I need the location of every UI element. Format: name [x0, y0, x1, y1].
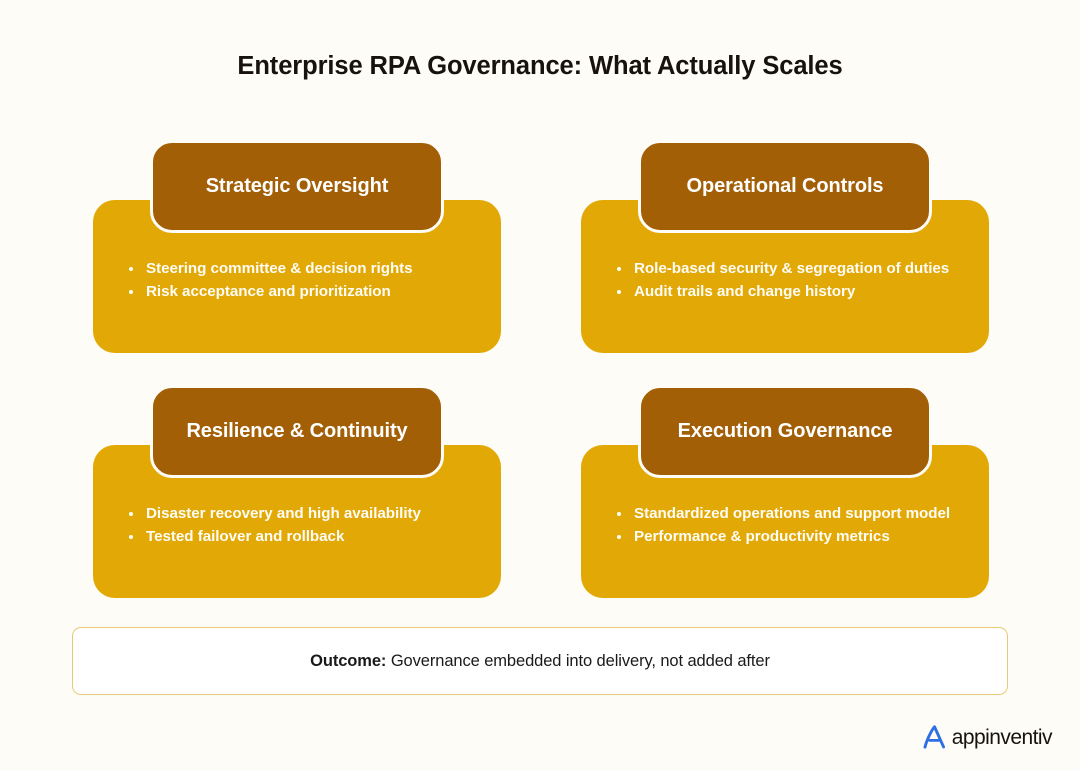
appinventiv-logo-text: appinventiv — [951, 725, 1053, 749]
list-item: Risk acceptance and prioritization — [127, 281, 483, 303]
list-item: Steering committee & decision rights — [127, 258, 483, 280]
page-title: Enterprise RPA Governance: What Actually… — [237, 52, 843, 80]
card-heading-badge: Execution Governance — [638, 385, 932, 478]
appinventiv-logo: appinventiv — [919, 722, 1053, 752]
outcome-text: Outcome: Governance embedded into delive… — [310, 652, 770, 671]
card-bullet-list: Standardized operations and support mode… — [615, 503, 971, 549]
list-item: Standardized operations and support mode… — [615, 503, 971, 525]
list-item: Performance & productivity metrics — [615, 526, 971, 548]
card-bullet-list: Steering committee & decision rights Ris… — [127, 258, 483, 304]
governance-card: Execution Governance Standardized operat… — [581, 385, 989, 598]
governance-card: Resilience & Continuity Disaster recover… — [93, 385, 501, 598]
list-item: Disaster recovery and high availability — [127, 503, 483, 525]
card-heading-badge: Operational Controls — [638, 140, 932, 233]
card-heading-badge: Resilience & Continuity — [150, 385, 444, 478]
outcome-label: Outcome: — [310, 651, 387, 670]
outcome-body: Governance embedded into delivery, not a… — [390, 651, 770, 670]
card-bullet-list: Role-based security & segregation of dut… — [615, 258, 971, 304]
governance-card: Operational Controls Role-based security… — [581, 140, 989, 353]
list-item: Role-based security & segregation of dut… — [615, 258, 971, 280]
card-heading-label: Strategic Oversight — [205, 175, 389, 197]
card-heading-label: Operational Controls — [686, 175, 884, 197]
card-heading-badge: Strategic Oversight — [150, 140, 444, 233]
outcome-banner: Outcome: Governance embedded into delive… — [72, 627, 1008, 695]
governance-card: Strategic Oversight Steering committee &… — [93, 140, 501, 353]
list-item: Audit trails and change history — [615, 281, 971, 303]
card-heading-label: Resilience & Continuity — [186, 420, 408, 442]
card-bullet-list: Disaster recovery and high availability … — [127, 503, 483, 549]
list-item: Tested failover and rollback — [127, 526, 483, 548]
card-heading-label: Execution Governance — [677, 420, 893, 442]
appinventiv-a-mark-icon — [923, 725, 945, 749]
